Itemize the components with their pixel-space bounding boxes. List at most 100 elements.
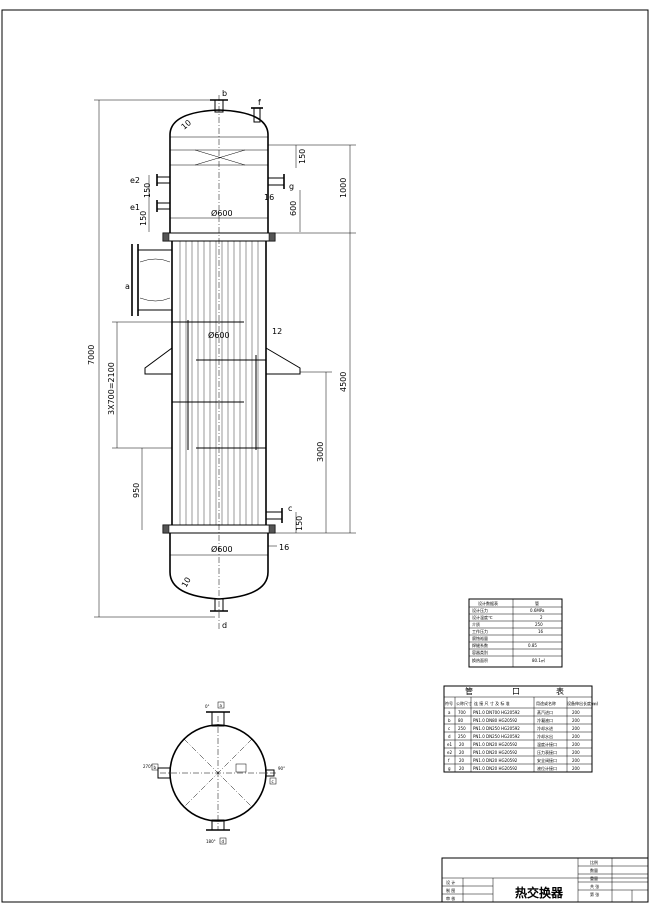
dim-shell-4500: 4500 (339, 372, 348, 392)
svg-text:PN1.0 DN80 HG20592: PN1.0 DN80 HG20592 (473, 718, 518, 723)
design-row-7-value: 80.1㎡ (532, 657, 545, 663)
dim-head-top: 10 (180, 118, 194, 131)
nozzle-e1 (156, 202, 171, 210)
nozzle-row-g: g 20 PN1.0 DN20 HG20592 液位计接口 200 (448, 765, 580, 771)
design-row-7-label: 换热面积 (472, 657, 488, 663)
design-row-2-label: 介质 (472, 621, 480, 627)
dim-dia-mid: Ø600 (208, 330, 230, 340)
title-block: 设 计 制 图 审 核 比例 数量 重量 共 张 第 张 热交换器 (441, 857, 649, 903)
nozzle-g (267, 177, 285, 186)
dim-top-150: 150 (298, 149, 307, 164)
dim-head-bottom: 10 (180, 576, 193, 589)
svg-text:200: 200 (572, 718, 580, 723)
svg-text:PN1.0 DN20 HG20592: PN1.0 DN20 HG20592 (473, 758, 518, 763)
svg-text:e2: e2 (447, 750, 452, 755)
nozzle-row-e1: e1 20 PN1.0 DN20 HG20592 温度计接口 200 (447, 741, 580, 747)
title-cell-weight: 重量 (590, 875, 598, 881)
plan-angle-0: 0° (205, 704, 210, 709)
svg-text:压力表接口: 压力表接口 (537, 749, 557, 755)
plan-tag-a: a (220, 703, 223, 708)
svg-text:PN1.0 DN20 HG20592: PN1.0 DN20 HG20592 (473, 766, 518, 771)
plan-lug-left (157, 767, 171, 779)
design-row-2-value: 250 (535, 622, 543, 627)
nozzle-row-e2: e2 20 PN1.0 DN20 HG20592 压力表接口 200 (447, 749, 580, 755)
svg-text:250: 250 (458, 734, 466, 739)
design-row-5-value: 0.85 (528, 643, 537, 648)
design-row-1-value: 2 (540, 615, 543, 620)
dim-left-150a: 150 (143, 183, 152, 198)
label-nozzle-f: f (258, 98, 261, 107)
elevation-view: b f 10 e2 e1 g 16 Ø600 (87, 89, 356, 630)
label-nozzle-b: b (222, 89, 227, 98)
design-row-1-label: 设计温度℃ (472, 614, 493, 620)
plan-angle-270: 270° (143, 764, 153, 769)
plan-tag-b: b (154, 765, 157, 770)
nozzle-a (131, 244, 173, 316)
design-row-6-label: 容器类别 (472, 649, 488, 655)
title-cell-review: 审 核 (446, 895, 455, 901)
design-row-0-value: 0.6MPa (530, 608, 545, 613)
svg-text:20: 20 (459, 758, 465, 763)
svg-text:250: 250 (458, 726, 466, 731)
design-data-table: 设计数据表 管 设计压力 0.6MPa 设计温度℃ 2 介质 250 工作压力 … (468, 598, 563, 668)
top-head (169, 109, 269, 136)
svg-text:冷凝液口: 冷凝液口 (537, 717, 553, 723)
svg-text:温度计接口: 温度计接口 (537, 741, 557, 747)
title-cell-qty: 数量 (590, 867, 598, 873)
title-cell-design: 设 计 (446, 879, 455, 885)
svg-text:冷却水进: 冷却水进 (537, 725, 553, 731)
design-row-3-label: 工作压力 (472, 628, 488, 634)
nozzle-row-d: d 250 PN1.0 DN250 HG20592 冷却水出 200 (448, 733, 580, 739)
dim-thk-12: 12 (272, 327, 282, 336)
svg-text:200: 200 (572, 726, 580, 731)
svg-text:d: d (448, 734, 451, 739)
nozzle-col-2: 连 接 尺 寸 及 标 准 (474, 700, 510, 706)
svg-text:e1: e1 (447, 742, 452, 747)
plan-tag-d: d (222, 839, 225, 844)
label-nozzle-e2: e2 (130, 176, 140, 185)
dim-top-1000: 1000 (339, 178, 348, 198)
dim-bottom-150: 150 (295, 516, 304, 531)
svg-text:200: 200 (572, 750, 580, 755)
dim-bottom-950: 950 (132, 483, 141, 498)
baffles (172, 321, 266, 449)
design-header-0: 设计数据表 (478, 600, 498, 606)
dim-left-150b: 150 (139, 211, 148, 226)
plan-nozzle-right (265, 769, 275, 777)
label-nozzle-d: d (222, 621, 227, 630)
label-nozzle-a: a (125, 282, 130, 291)
drawing-border (1, 9, 649, 903)
support-lug-right (265, 347, 301, 375)
plan-tag-c: c (272, 779, 274, 784)
svg-text:PN1.0 DN20 HG20592: PN1.0 DN20 HG20592 (473, 742, 518, 747)
title-cell-sheet: 第 张 (590, 891, 599, 897)
design-header-1: 管 (535, 600, 539, 606)
nozzle-table-title-end: 表 (556, 686, 564, 696)
dim-pitch: 3X700=2100 (107, 362, 116, 415)
design-row-3-value: 16 (538, 629, 544, 634)
dim-top-600: 600 (289, 201, 298, 216)
svg-text:200: 200 (572, 734, 580, 739)
nozzle-row-f: f 20 PN1.0 DN20 HG20592 安全阀接口 200 (448, 757, 580, 763)
plan-inner-mark (235, 763, 247, 773)
support-lug-left (144, 347, 173, 375)
design-row-5-label: 焊缝系数 (472, 642, 488, 648)
dim-dia-top: Ø600 (211, 208, 233, 218)
svg-text:a: a (448, 710, 451, 715)
nozzle-c (265, 511, 283, 520)
svg-text:PN1.0 DN700 HG20592: PN1.0 DN700 HG20592 (473, 710, 520, 715)
svg-text:f: f (448, 758, 450, 763)
label-nozzle-c: c (288, 504, 292, 513)
label-nozzle-g: g (289, 182, 294, 191)
title-cell-total: 共 张 (590, 883, 599, 889)
nozzle-col-4: 设备伸出长度(㎜) (567, 700, 599, 706)
svg-text:PN1.0 DN20 HG20592: PN1.0 DN20 HG20592 (473, 750, 518, 755)
nozzle-table-title-left: 管 (465, 686, 473, 696)
dim-thk-16-top: 16 (264, 193, 274, 202)
svg-text:PN1.0 DN250 HG20592: PN1.0 DN250 HG20592 (473, 734, 520, 739)
nozzle-row-c: c 250 PN1.0 DN250 HG20592 冷却水进 200 (448, 725, 580, 731)
svg-text:20: 20 (459, 742, 465, 747)
nozzle-col-3: 用途或名称 (536, 700, 556, 706)
design-row-4-label: 腐蚀裕量 (472, 635, 488, 641)
